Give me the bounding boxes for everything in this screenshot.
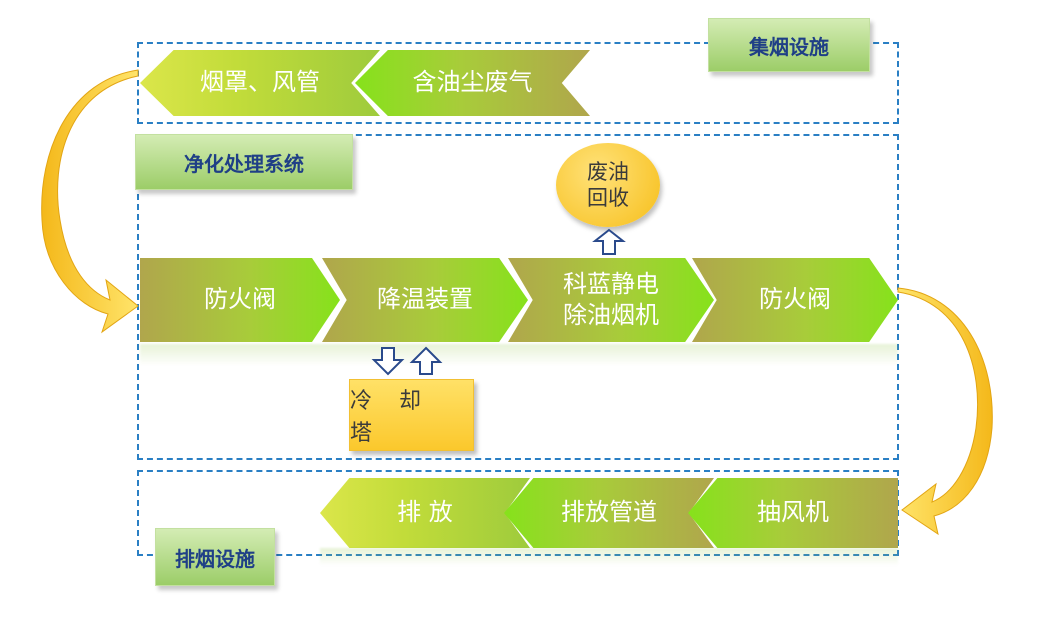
section-label-collection: 集烟设施 [708, 18, 870, 72]
purification-step-fire-valve-2: 防火阀 [692, 258, 898, 342]
curved-arrow-icon [41, 69, 139, 334]
oil-recovery-circle: 废油 回收 [556, 143, 660, 227]
curved-arrow-icon [897, 287, 993, 536]
section-label-purification: 净化处理系统 [135, 134, 353, 190]
section-label-exhaust: 排烟设施 [155, 528, 275, 586]
exhaust-step-discharge-pipe: 排放管道 [504, 478, 714, 548]
exhaust-step-discharge-label: 排 放 [397, 498, 453, 527]
collection-section-border [137, 42, 899, 124]
collection-step-oily-exhaust-label: 含油尘废气 [412, 68, 533, 97]
collection-step-oily-exhaust: 含油尘废气 [355, 50, 590, 116]
exhaust-step-fan-label: 抽风机 [757, 498, 829, 527]
section-label-exhaust-text: 排烟设施 [175, 546, 255, 571]
exhaust-row-reflection [320, 548, 898, 566]
purification-step-fire-valve-2-label: 防火阀 [759, 285, 831, 314]
section-label-collection-text: 集烟设施 [749, 34, 829, 59]
exhaust-step-discharge-pipe-label: 排放管道 [561, 498, 657, 527]
oil-recovery-label-1: 废油 [587, 159, 629, 184]
up-arrow-outline-icon [409, 346, 443, 375]
exhaust-step-fan: 抽风机 [688, 478, 898, 548]
cooling-tower-box: 冷 却 塔 [349, 379, 474, 451]
purification-step-electrostatic: 科蓝静电 除油烟机 [508, 258, 714, 342]
collection-step-hood-duct: 烟罩、风管 [140, 50, 380, 116]
purification-step-cooling-device: 降温装置 [322, 258, 528, 342]
purification-row-reflection [140, 344, 898, 366]
up-arrow-outline-icon [592, 228, 626, 255]
purification-step-fire-valve-1-label: 防火阀 [204, 285, 276, 314]
purification-step-electrostatic-label-2: 除油烟机 [563, 301, 659, 329]
section-label-purification-text: 净化处理系统 [184, 151, 304, 176]
oil-recovery-label-2: 回收 [587, 186, 629, 210]
purification-step-electrostatic-label-1: 科蓝静电 [563, 269, 659, 298]
exhaust-step-discharge: 排 放 [320, 478, 530, 548]
collection-step-hood-duct-label: 烟罩、风管 [200, 68, 320, 97]
cooling-tower-label: 冷 却 塔 [350, 389, 431, 446]
purification-step-fire-valve-1: 防火阀 [140, 258, 340, 342]
exhaust-section-border [137, 470, 899, 556]
down-arrow-outline-icon [371, 347, 405, 376]
purification-section-border [137, 134, 899, 460]
purification-step-cooling-device-label: 降温装置 [377, 285, 473, 314]
